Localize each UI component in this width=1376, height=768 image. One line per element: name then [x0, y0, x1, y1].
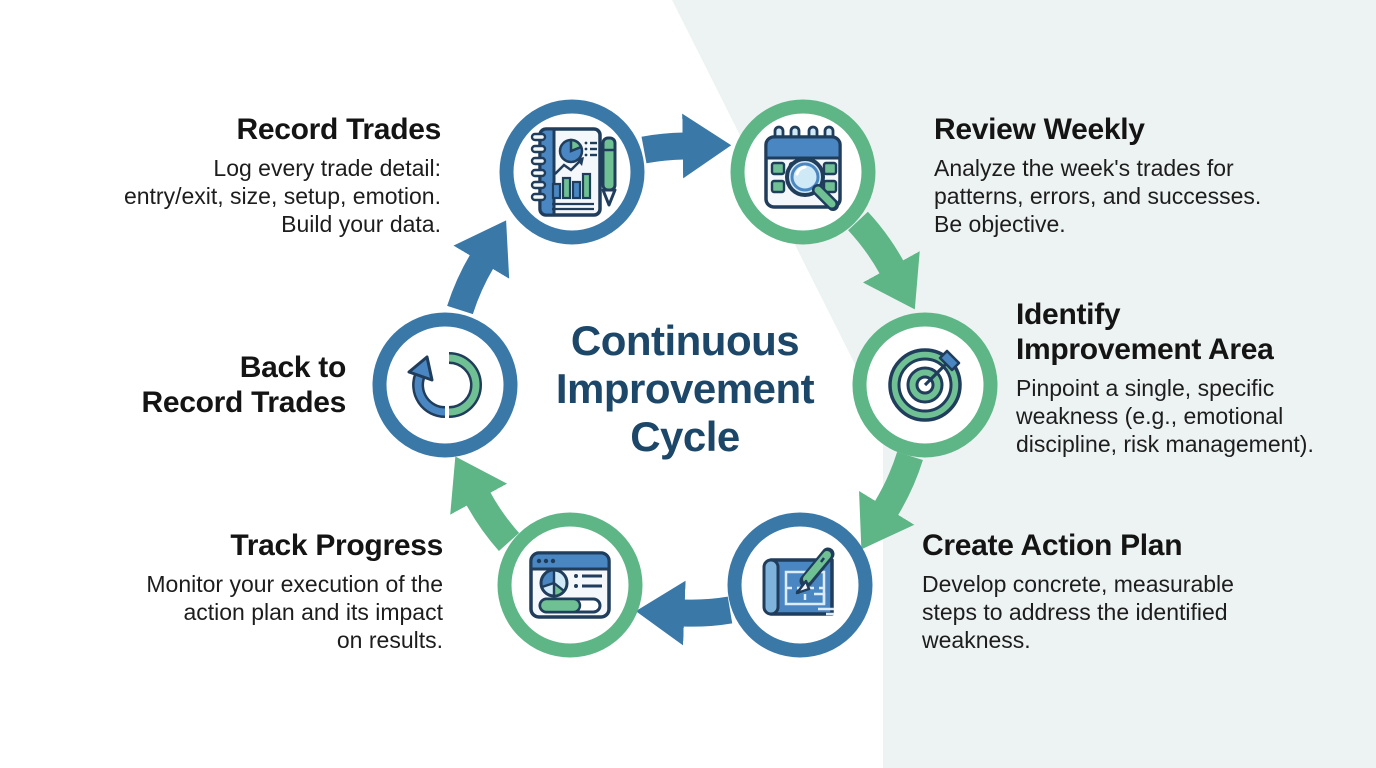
node-record-trades	[499, 99, 645, 245]
arrow-back-to-record	[447, 220, 510, 315]
arrow-action-to-track	[635, 580, 733, 646]
node-track-progress	[497, 512, 643, 658]
calendar-magnifier-icon	[764, 125, 842, 211]
step-review-weekly: Review Weekly Analyze the week's trades …	[934, 112, 1294, 238]
dashboard-pie-icon	[529, 551, 611, 619]
step-title: Review Weekly	[934, 113, 1145, 146]
arrow-track-to-back	[450, 456, 520, 551]
node-back-to-record-trades	[372, 312, 518, 458]
step-track-progress: Track Progress Monitor your execution of…	[98, 528, 443, 654]
arrow-identify-to-action	[859, 451, 923, 550]
step-description: Log every trade detail:entry/exit, size,…	[123, 155, 441, 237]
step-title: Create Action Plan	[922, 529, 1183, 562]
node-create-action-plan	[727, 512, 873, 658]
arrow-record-to-review	[641, 113, 732, 179]
blueprint-pencil-icon	[762, 547, 835, 616]
node-review-weekly	[730, 99, 876, 245]
target-dart-icon	[888, 348, 962, 422]
cycle-arrow-icon	[407, 352, 482, 418]
step-record-trades: Record Trades Log every trade detail:ent…	[96, 112, 441, 238]
step-create-action-plan: Create Action Plan Develop concrete, mea…	[922, 528, 1267, 654]
notebook-chart-icon	[530, 127, 617, 217]
step-title: Record Trades	[236, 113, 441, 146]
node-identify-improvement-area	[852, 312, 998, 458]
arrow-review-to-identify	[847, 211, 920, 310]
cycle-arrows	[447, 113, 923, 646]
node-ring-blue	[372, 312, 518, 458]
step-title: Track Progress	[230, 529, 443, 562]
